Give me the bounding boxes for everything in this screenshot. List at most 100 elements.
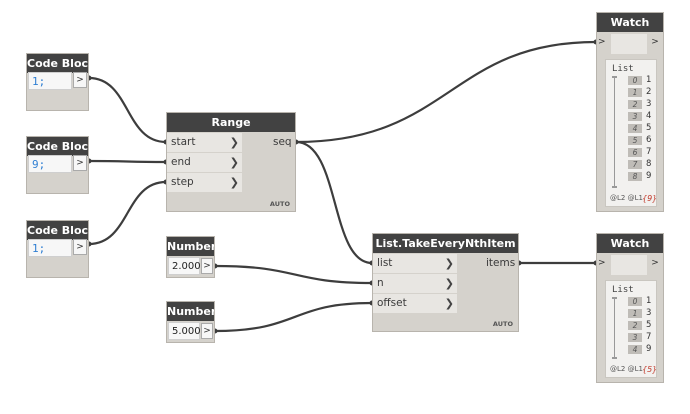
list-value: 3 (646, 308, 652, 318)
list-index: 3 (628, 112, 642, 121)
list-value: 9 (646, 344, 652, 354)
list-index: 3 (628, 333, 642, 342)
port-area (611, 34, 647, 54)
input-port[interactable]: > (598, 258, 606, 268)
list-value: 6 (646, 135, 652, 145)
port-label: offset (377, 297, 407, 309)
node-title: Number (167, 237, 214, 256)
wire-number1-to-n (214, 264, 373, 285)
output-port[interactable]: > (651, 258, 659, 268)
list-index: 8 (628, 172, 642, 181)
list-value: 7 (646, 147, 652, 157)
list-value: 5 (646, 123, 652, 133)
wire-codeblock1-to-start (88, 76, 167, 144)
input-port[interactable]: > (598, 37, 606, 47)
node-title: Number (167, 302, 214, 321)
list-value: 3 (646, 99, 652, 109)
code-block-node-3[interactable]: Code Block 1; > (26, 220, 89, 278)
take-every-nth-item-node[interactable]: List.TakeEveryNthItem list ❯ n ❯ offset … (372, 233, 519, 332)
lacing-badge: AUTO (492, 320, 513, 328)
output-port[interactable]: > (73, 239, 87, 255)
number-node-1[interactable]: Number 2.000 > (166, 236, 215, 278)
input-port-n[interactable]: n ❯ (373, 274, 457, 293)
list-index: 5 (628, 136, 642, 145)
list-index: 0 (628, 76, 642, 85)
input-port-offset[interactable]: offset ❯ (373, 294, 457, 313)
chevron-right-icon: ❯ (444, 277, 454, 290)
list-index: 0 (628, 297, 642, 306)
list-value: 7 (646, 332, 652, 342)
node-title: Watch (597, 13, 663, 32)
input-port-start[interactable]: start ❯ (167, 133, 242, 152)
output-port-seq[interactable]: seq (269, 133, 295, 152)
list-index: 4 (628, 345, 642, 354)
output-port[interactable]: > (201, 258, 213, 274)
code-block-input[interactable]: 1; (28, 239, 72, 257)
chevron-right-icon: ❯ (444, 257, 454, 270)
list-value: 5 (646, 320, 652, 330)
list-value: 1 (646, 75, 652, 85)
list-bracket (614, 297, 615, 357)
code-block-input[interactable]: 1; (28, 72, 72, 90)
output-port[interactable]: > (73, 72, 87, 88)
node-title: Watch (597, 234, 663, 253)
list-index: 4 (628, 124, 642, 133)
chevron-right-icon: ❯ (229, 136, 239, 149)
port-label: list (377, 257, 393, 269)
chevron-right-icon: ❯ (229, 176, 239, 189)
number-node-2[interactable]: Number 5.000 > (166, 301, 215, 343)
list-value: 9 (646, 171, 652, 181)
port-area (611, 255, 647, 275)
list-value: 1 (646, 296, 652, 306)
number-input[interactable]: 5.000 (168, 322, 201, 340)
list-label: List (612, 285, 634, 295)
list-levels: @L2 @L1 (610, 365, 643, 373)
port-label: step (171, 176, 194, 188)
list-index: 1 (628, 88, 642, 97)
port-label: n (377, 277, 384, 289)
list-count: {9} (642, 194, 658, 203)
list-index: 1 (628, 309, 642, 318)
wire-seq-to-list (295, 140, 373, 265)
list-index: 2 (628, 321, 642, 330)
chevron-right-icon: ❯ (229, 156, 239, 169)
code-block-node-2[interactable]: Code Block 9; > (26, 136, 89, 194)
node-title: List.TakeEveryNthItem (373, 234, 518, 253)
port-label: start (171, 136, 196, 148)
number-input[interactable]: 2.000 (168, 257, 201, 275)
input-port-end[interactable]: end ❯ (167, 153, 242, 172)
output-port[interactable]: > (73, 155, 87, 171)
output-port-items[interactable]: items (482, 254, 518, 273)
list-bracket (614, 76, 615, 186)
code-block-title: Code Block (27, 137, 88, 156)
input-port-step[interactable]: step ❯ (167, 173, 242, 192)
wire-codeblock2-to-end (88, 159, 167, 164)
port-label: items (486, 257, 516, 269)
list-bracket-bottom (612, 357, 617, 359)
list-index: 7 (628, 160, 642, 169)
code-block-input[interactable]: 9; (28, 155, 72, 173)
input-port-list[interactable]: list ❯ (373, 254, 457, 273)
wire-seq-to-watch-top (295, 40, 597, 144)
range-node[interactable]: Range start ❯ end ❯ step ❯ seq AUTO (166, 112, 296, 212)
wire-number2-to-offset (214, 301, 373, 333)
list-index: 2 (628, 100, 642, 109)
wire-codeblock3-to-step (88, 180, 167, 246)
output-port[interactable]: > (651, 37, 659, 47)
node-title: Range (167, 113, 295, 132)
list-levels: @L2 @L1 (610, 194, 643, 202)
code-block-node-1[interactable]: Code Block 1; > (26, 53, 89, 111)
output-port[interactable]: > (201, 323, 213, 339)
list-value: 2 (646, 87, 652, 97)
list-bracket-bottom (612, 186, 617, 188)
port-label: seq (273, 136, 292, 148)
code-block-title: Code Block (27, 54, 88, 73)
lacing-badge: AUTO (269, 200, 290, 208)
list-value: 4 (646, 111, 652, 121)
port-label: end (171, 156, 191, 168)
